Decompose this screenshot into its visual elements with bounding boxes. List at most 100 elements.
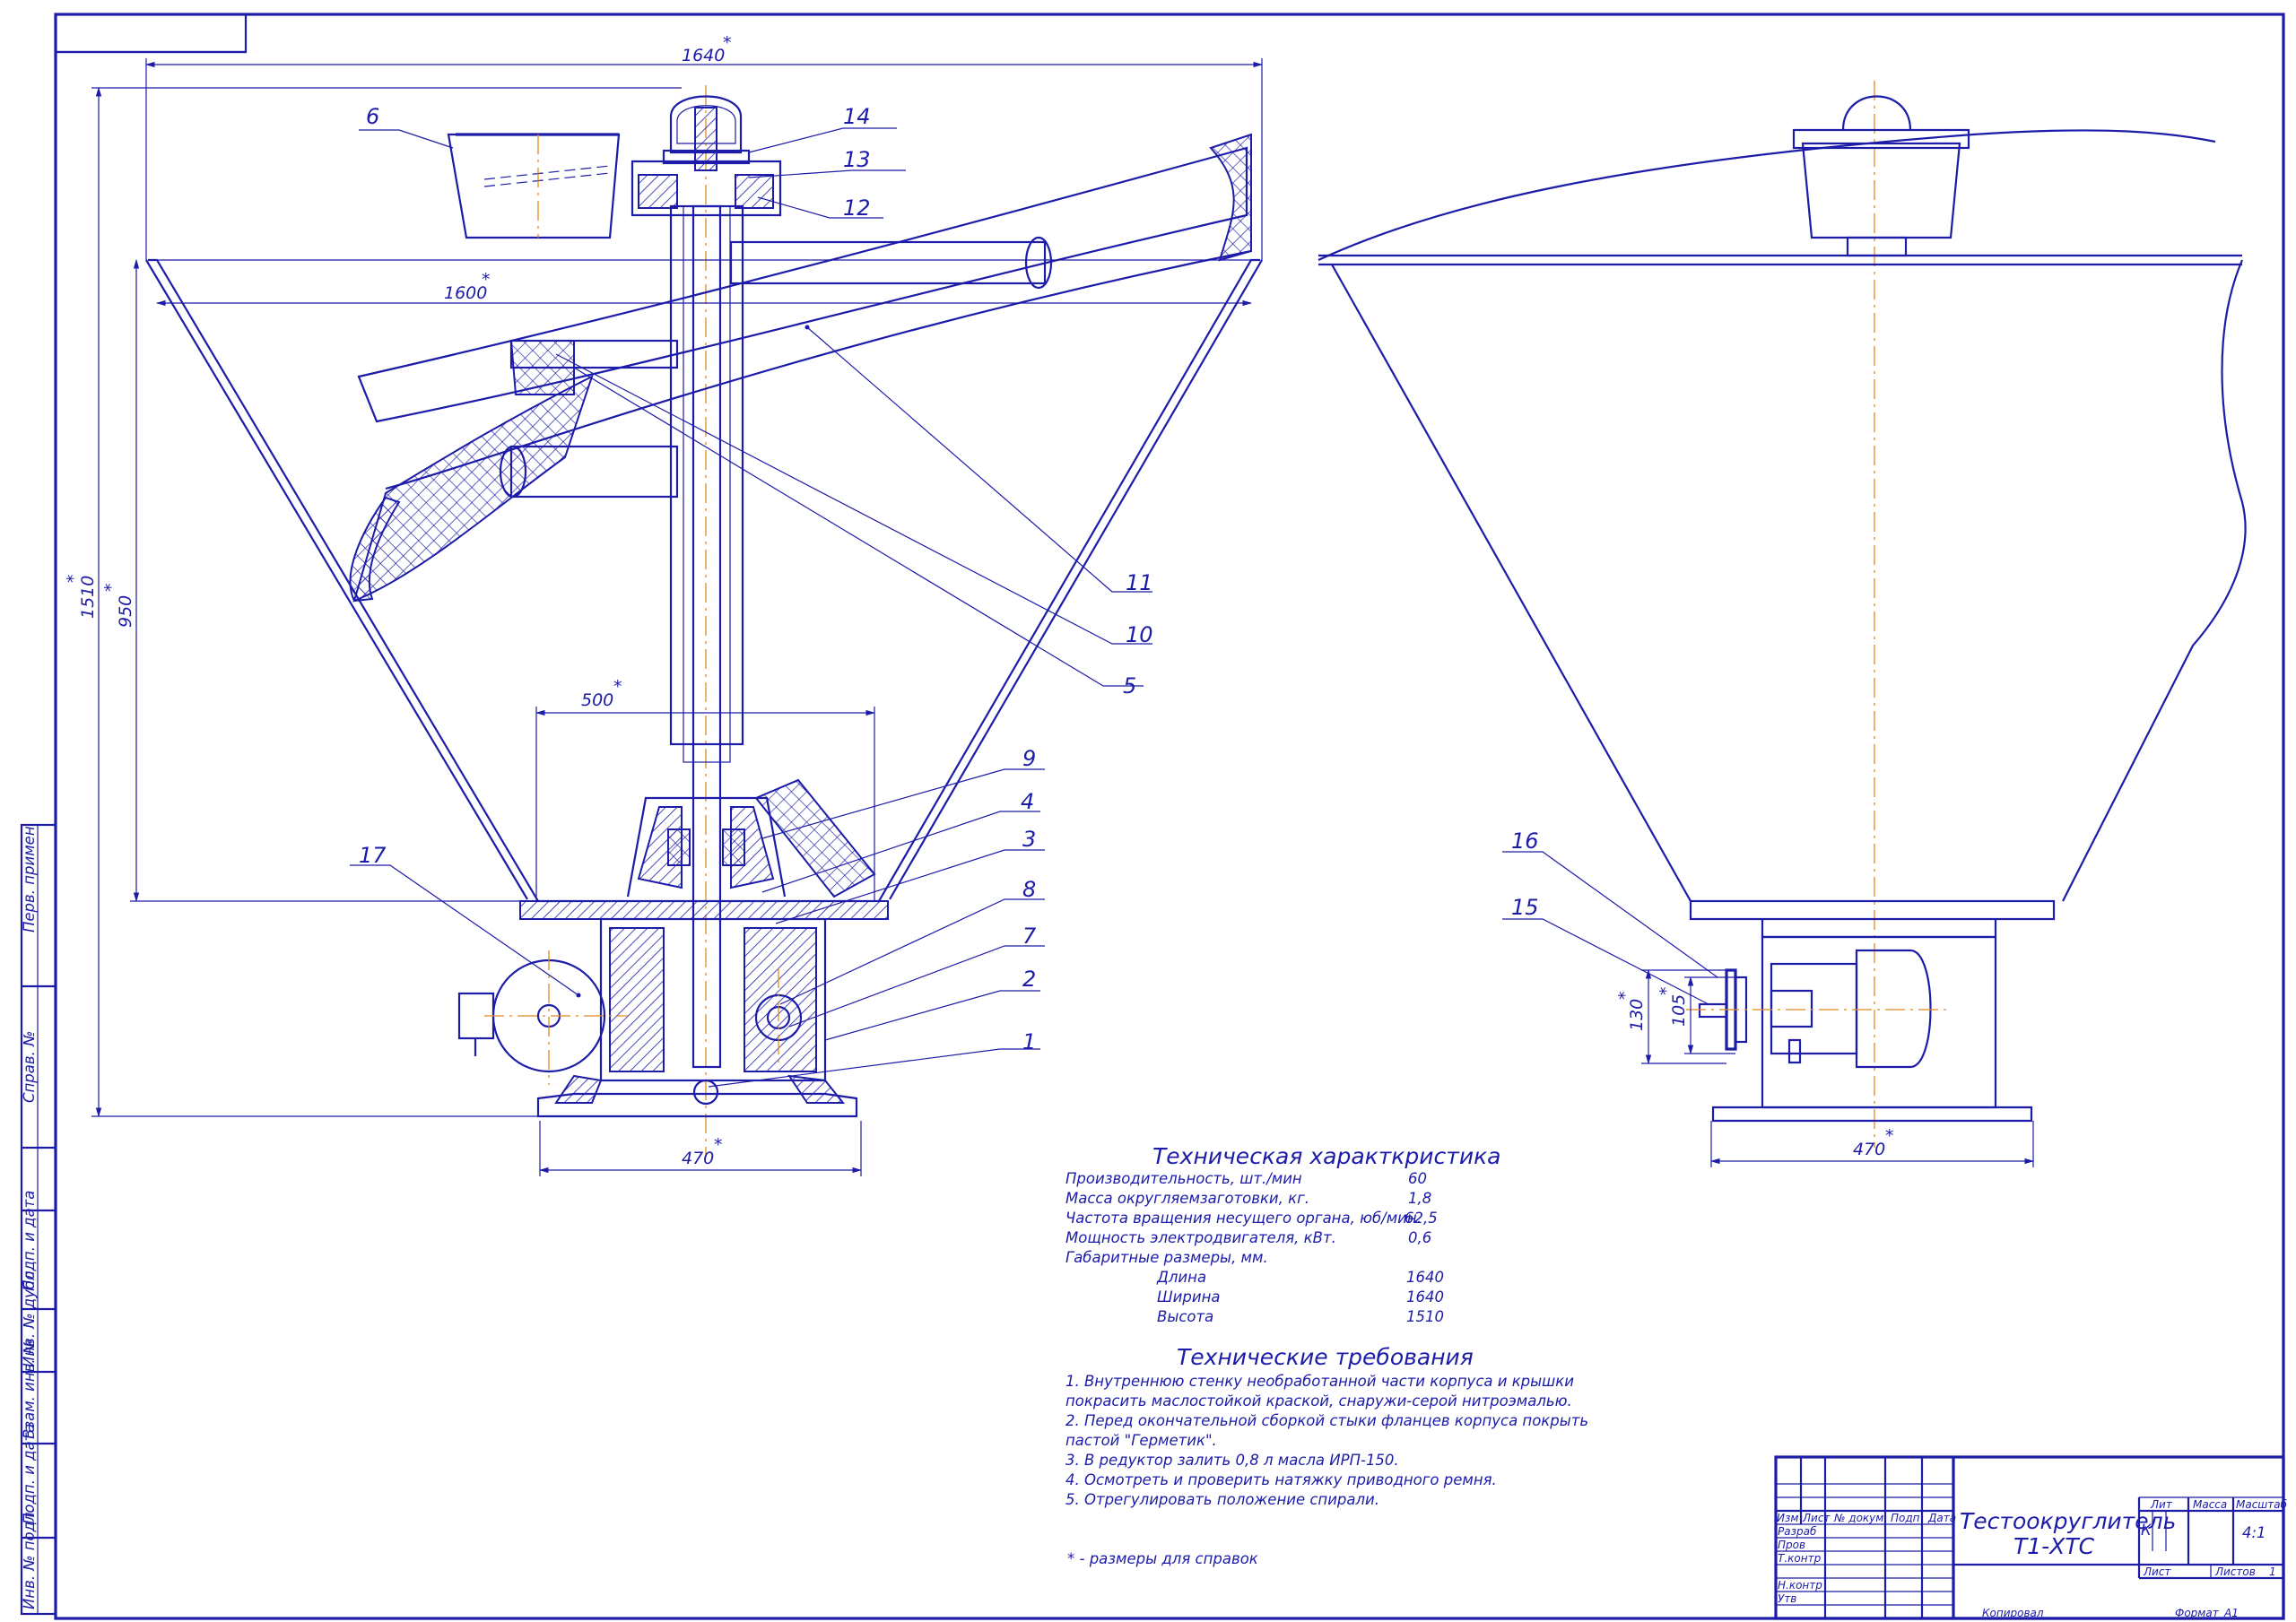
requirement-line: 1. Внутреннюю стенку необработанной част… bbox=[1065, 1373, 1574, 1390]
dim-950: 950 bbox=[116, 595, 135, 628]
stamp-vzam-inv: Взам. инв. № bbox=[21, 1339, 38, 1439]
technical-specs: Техническая характкристика Производитель… bbox=[1065, 1143, 1501, 1325]
spec-label: Мощность электродвигателя, кВт. bbox=[1065, 1229, 1336, 1246]
tb-masshtab-label: Масштаб bbox=[2236, 1498, 2288, 1511]
dim-star-5: * bbox=[613, 677, 622, 697]
tb-sheets-value: 1 bbox=[2269, 1566, 2276, 1578]
position-number: 7 bbox=[1022, 924, 1037, 949]
tb-nkontr: Н.контр bbox=[1778, 1579, 1822, 1592]
technical-requirements: Технические требования 1. Внутреннюю сте… bbox=[1065, 1344, 1588, 1567]
tb-list: Лист bbox=[1802, 1512, 1831, 1524]
position-number: 9 bbox=[1022, 746, 1036, 771]
dim-star-4: * bbox=[101, 584, 121, 593]
dim-470-right: 470 bbox=[1853, 1140, 1885, 1159]
stamp-inv-dubl: Инв. № дубл. bbox=[21, 1266, 38, 1367]
position-number: 17 bbox=[359, 843, 387, 868]
tb-tkontr: Т.контр bbox=[1778, 1552, 1822, 1565]
tb-massa-label: Масса bbox=[2193, 1498, 2227, 1511]
title-block: Изм Лист № докум Подп Дата Разраб Пров Т… bbox=[1774, 1455, 2288, 1620]
stamp-inv-podl: Инв. № подл. bbox=[21, 1507, 38, 1609]
tb-ndoc: № докум bbox=[1833, 1512, 1883, 1524]
tb-kopiroval: Копировал bbox=[1982, 1607, 2044, 1619]
spec-value: 1,8 bbox=[1408, 1190, 1431, 1207]
position-number: 1 bbox=[1022, 1029, 1036, 1054]
tb-sheets-label: Листов bbox=[2214, 1566, 2256, 1578]
requirements-title: Технические требования bbox=[1177, 1344, 1474, 1370]
requirement-line: 2. Перед окончательной сборкой стыки фла… bbox=[1065, 1412, 1588, 1429]
position-number: 4 bbox=[1021, 789, 1034, 814]
spec-label: Масса округляемзаготовки, кг. bbox=[1065, 1190, 1309, 1207]
dimension-labels: 1640 * 1600 * 1510 * 950 * 500 * 470 * 4… bbox=[64, 33, 1894, 1168]
dim-500: 500 bbox=[581, 690, 613, 710]
spec-label: Частота вращения несущего органа, юб/мин… bbox=[1065, 1210, 1422, 1227]
dim-1640-top: 1640 bbox=[682, 46, 725, 65]
requirement-line: покрасить маслостойкой краской, снаружи-… bbox=[1065, 1392, 1572, 1409]
requirement-line: 3. В редуктор залить 0,8 л масла ИРП-150… bbox=[1065, 1452, 1399, 1469]
spec-label: Производительность, шт./мин bbox=[1065, 1170, 1302, 1187]
dim-star-1: * bbox=[723, 33, 732, 53]
position-number: 15 bbox=[1511, 895, 1539, 920]
spec-value: 60 bbox=[1408, 1170, 1427, 1187]
stamp-sprav: Справ. № bbox=[21, 1031, 38, 1103]
requirement-line: 4. Осмотреть и проверить натяжку приводн… bbox=[1065, 1471, 1497, 1488]
tb-product-code: Т1-ХТС bbox=[2013, 1533, 2095, 1559]
spec-value: 0,6 bbox=[1408, 1229, 1431, 1246]
spec-label: Длина bbox=[1156, 1269, 1206, 1286]
tb-format-value: А1 bbox=[2223, 1607, 2239, 1619]
spec-label: Габаритные размеры, мм. bbox=[1065, 1249, 1268, 1266]
tb-lit-value: К bbox=[2141, 1522, 2152, 1539]
tb-scale-value: 4:1 bbox=[2242, 1524, 2266, 1541]
tb-izm: Изм bbox=[1777, 1512, 1798, 1524]
dim-105: 105 bbox=[1669, 994, 1689, 1027]
dim-470-left: 470 bbox=[682, 1149, 714, 1168]
stamp-podp-data-2: Подп. и дата bbox=[21, 1424, 38, 1524]
position-number: 16 bbox=[1511, 828, 1539, 854]
spec-value: 1640 bbox=[1406, 1288, 1444, 1305]
leader-lines bbox=[350, 127, 1718, 1088]
stamp-podp-data-1: Подп. и дата bbox=[21, 1191, 38, 1291]
dim-star-2: * bbox=[482, 270, 491, 290]
dim-star-7: * bbox=[1885, 1126, 1894, 1146]
tb-utv: Утв bbox=[1778, 1592, 1796, 1605]
dim-star-9: * bbox=[1657, 987, 1676, 996]
front-section-view bbox=[145, 85, 1263, 1157]
tb-sheet-label: Лист bbox=[2143, 1566, 2171, 1578]
dim-star-3: * bbox=[64, 575, 83, 584]
tb-lit-label: Лит bbox=[2150, 1498, 2173, 1511]
dim-star-8: * bbox=[1615, 992, 1635, 1001]
spec-value: 1640 bbox=[1406, 1269, 1444, 1286]
tb-format-label: Формат bbox=[2175, 1607, 2220, 1619]
position-number: 2 bbox=[1022, 967, 1036, 992]
spec-label: Ширина bbox=[1157, 1288, 1220, 1305]
position-number: 13 bbox=[843, 147, 871, 172]
tb-podp: Подп bbox=[1891, 1512, 1920, 1524]
dim-1600: 1600 bbox=[444, 283, 487, 303]
tb-product-name: Тестоокруглитель bbox=[1960, 1508, 2176, 1534]
requirement-line: пастой "Герметик". bbox=[1065, 1432, 1217, 1449]
tb-razrab: Разраб bbox=[1778, 1525, 1817, 1538]
dim-130: 130 bbox=[1627, 999, 1647, 1031]
position-number: 8 bbox=[1022, 877, 1036, 902]
position-number: 3 bbox=[1022, 827, 1036, 852]
spec-label: Высота bbox=[1157, 1308, 1213, 1325]
dim-star-6: * bbox=[714, 1135, 723, 1155]
position-number: 6 bbox=[366, 104, 379, 129]
sheet-frame bbox=[54, 13, 2285, 1620]
side-stamp-column: Перв. примен Справ. № Подп. и дата Инв. … bbox=[20, 823, 57, 1616]
footnote: * - размеры для справок bbox=[1067, 1550, 1258, 1567]
position-numbers: 1 2 3 4 5 6 7 8 9 10 11 12 13 14 15 16 1… bbox=[359, 104, 1539, 1054]
position-number: 11 bbox=[1126, 570, 1153, 595]
tb-data: Дата bbox=[1927, 1512, 1956, 1524]
side-view bbox=[1318, 81, 2247, 1148]
tb-prov: Пров bbox=[1778, 1539, 1805, 1551]
spec-value: 1510 bbox=[1406, 1308, 1444, 1325]
position-number: 14 bbox=[843, 104, 871, 129]
position-number: 5 bbox=[1123, 673, 1136, 698]
position-number: 12 bbox=[843, 195, 871, 221]
dim-1510: 1510 bbox=[78, 576, 98, 619]
dimension-lines bbox=[91, 58, 2035, 1176]
specs-title: Техническая характкристика bbox=[1152, 1143, 1501, 1169]
spec-value: 62,5 bbox=[1405, 1210, 1438, 1227]
requirement-line: 5. Отрегулировать положение спирали. bbox=[1065, 1491, 1379, 1508]
